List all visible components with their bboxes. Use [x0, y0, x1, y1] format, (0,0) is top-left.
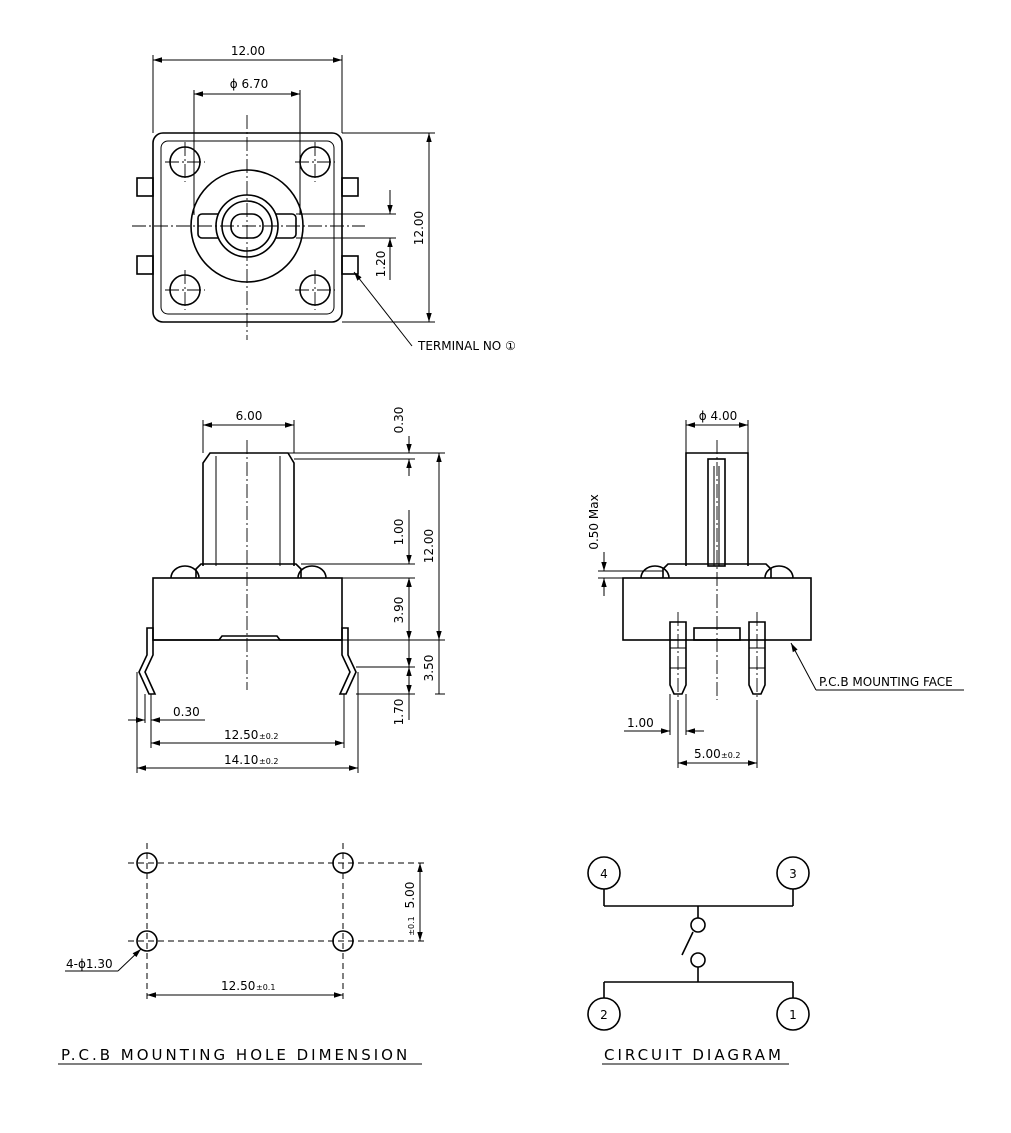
lead-right — [338, 627, 357, 695]
dim-pitch-x: 12.50 — [224, 728, 258, 742]
top-view: 12.00 ϕ 6.70 12.00 1.20 TERMINAL NO ① — [132, 44, 516, 353]
dim-lead-thickness: 0.30 — [173, 705, 200, 719]
dim-overall-tol: ±0.2 — [259, 757, 278, 766]
terminal-tab — [136, 177, 154, 197]
switch-lever — [681, 931, 694, 956]
dim-side-pitch-tol: ±0.2 — [721, 751, 740, 760]
dim-offset: 1.20 — [374, 251, 388, 278]
stem — [202, 452, 295, 566]
pcb-hole-title: P.C.B MOUNTING HOLE DIMENSION — [61, 1046, 410, 1064]
side-view: ϕ 4.00 0.50 Max P.C.B MOUNTING FACE 1.00… — [587, 409, 964, 768]
mount-hole — [136, 930, 158, 952]
terminal-tab — [341, 255, 359, 275]
hole-label: 4-ϕ1.30 — [66, 957, 113, 971]
stem-slot-side — [707, 458, 726, 567]
pin-label: 4 — [600, 867, 608, 881]
dim-side-pitch: 5.00 — [694, 747, 721, 761]
dim-lead-tip: 1.70 — [392, 699, 406, 726]
circuit-title: CIRCUIT DIAGRAM — [604, 1046, 784, 1064]
bump — [640, 565, 670, 579]
dim-hole-pitch-y: 5.00 — [403, 882, 417, 909]
dim-stem-diameter: ϕ 6.70 — [230, 77, 268, 91]
body-base — [153, 635, 342, 641]
dim-hole-pitch-x: 12.50 — [221, 979, 255, 993]
side-body — [622, 577, 812, 641]
dim-overall: 14.10 — [224, 753, 258, 767]
dim-lead-width: 1.00 — [627, 716, 654, 730]
pin-label: 2 — [600, 1008, 608, 1022]
switch-contact — [690, 952, 706, 968]
pin-3 — [776, 856, 810, 890]
pin-4 — [587, 856, 621, 890]
stem-collar — [195, 563, 302, 578]
switch-contact — [690, 917, 706, 933]
dim-hole-pitch-x-tol: ±0.1 — [256, 983, 275, 992]
bump — [297, 565, 327, 579]
pcb-face-label: P.C.B MOUNTING FACE — [819, 675, 953, 689]
pcb-hole-view: 5.00 ±0.1 12.50 ±0.1 4-ϕ1.30 P.C.B MOUNT… — [58, 843, 425, 1065]
terminal-tab — [341, 177, 359, 197]
bump — [764, 565, 794, 579]
pin-1 — [776, 997, 810, 1031]
side-lead-left — [669, 621, 687, 695]
dim-stem-width: 6.00 — [236, 409, 263, 423]
pin-label: 1 — [789, 1008, 797, 1022]
dim-cap-gap: 0.30 — [392, 407, 406, 434]
dim-side-stem-dia: ϕ 4.00 — [699, 409, 737, 423]
dim-max-gap: 0.50 Max — [587, 494, 601, 549]
front-view: 6.00 0.30 1.00 3.90 12.00 3.50 1.70 0 — [128, 407, 445, 773]
dim-shoulder: 1.00 — [392, 519, 406, 546]
pin-2 — [587, 997, 621, 1031]
bump — [170, 565, 200, 579]
pin-label: 3 — [789, 867, 797, 881]
dim-body-height: 3.90 — [392, 597, 406, 624]
body-inner-outline — [160, 140, 335, 315]
side-lead-right — [748, 621, 766, 695]
dim-pitch-x-tol: ±0.2 — [259, 732, 278, 741]
body-outline — [152, 132, 343, 323]
lead-left — [138, 627, 157, 695]
dim-lead-length: 3.50 — [422, 655, 436, 682]
terminal-label: TERMINAL NO ① — [417, 339, 516, 353]
dim-top-width: 12.00 — [231, 44, 265, 58]
dim-total-height: 12.00 — [422, 529, 436, 563]
dim-hole-pitch-y-tol: ±0.1 — [407, 916, 416, 935]
dim-top-height: 12.00 — [412, 211, 426, 245]
switch-body — [152, 577, 343, 641]
terminal-tab — [136, 255, 154, 275]
circuit-diagram: 4 3 2 1 CIRCUIT DIAGRAM — [587, 856, 810, 1065]
